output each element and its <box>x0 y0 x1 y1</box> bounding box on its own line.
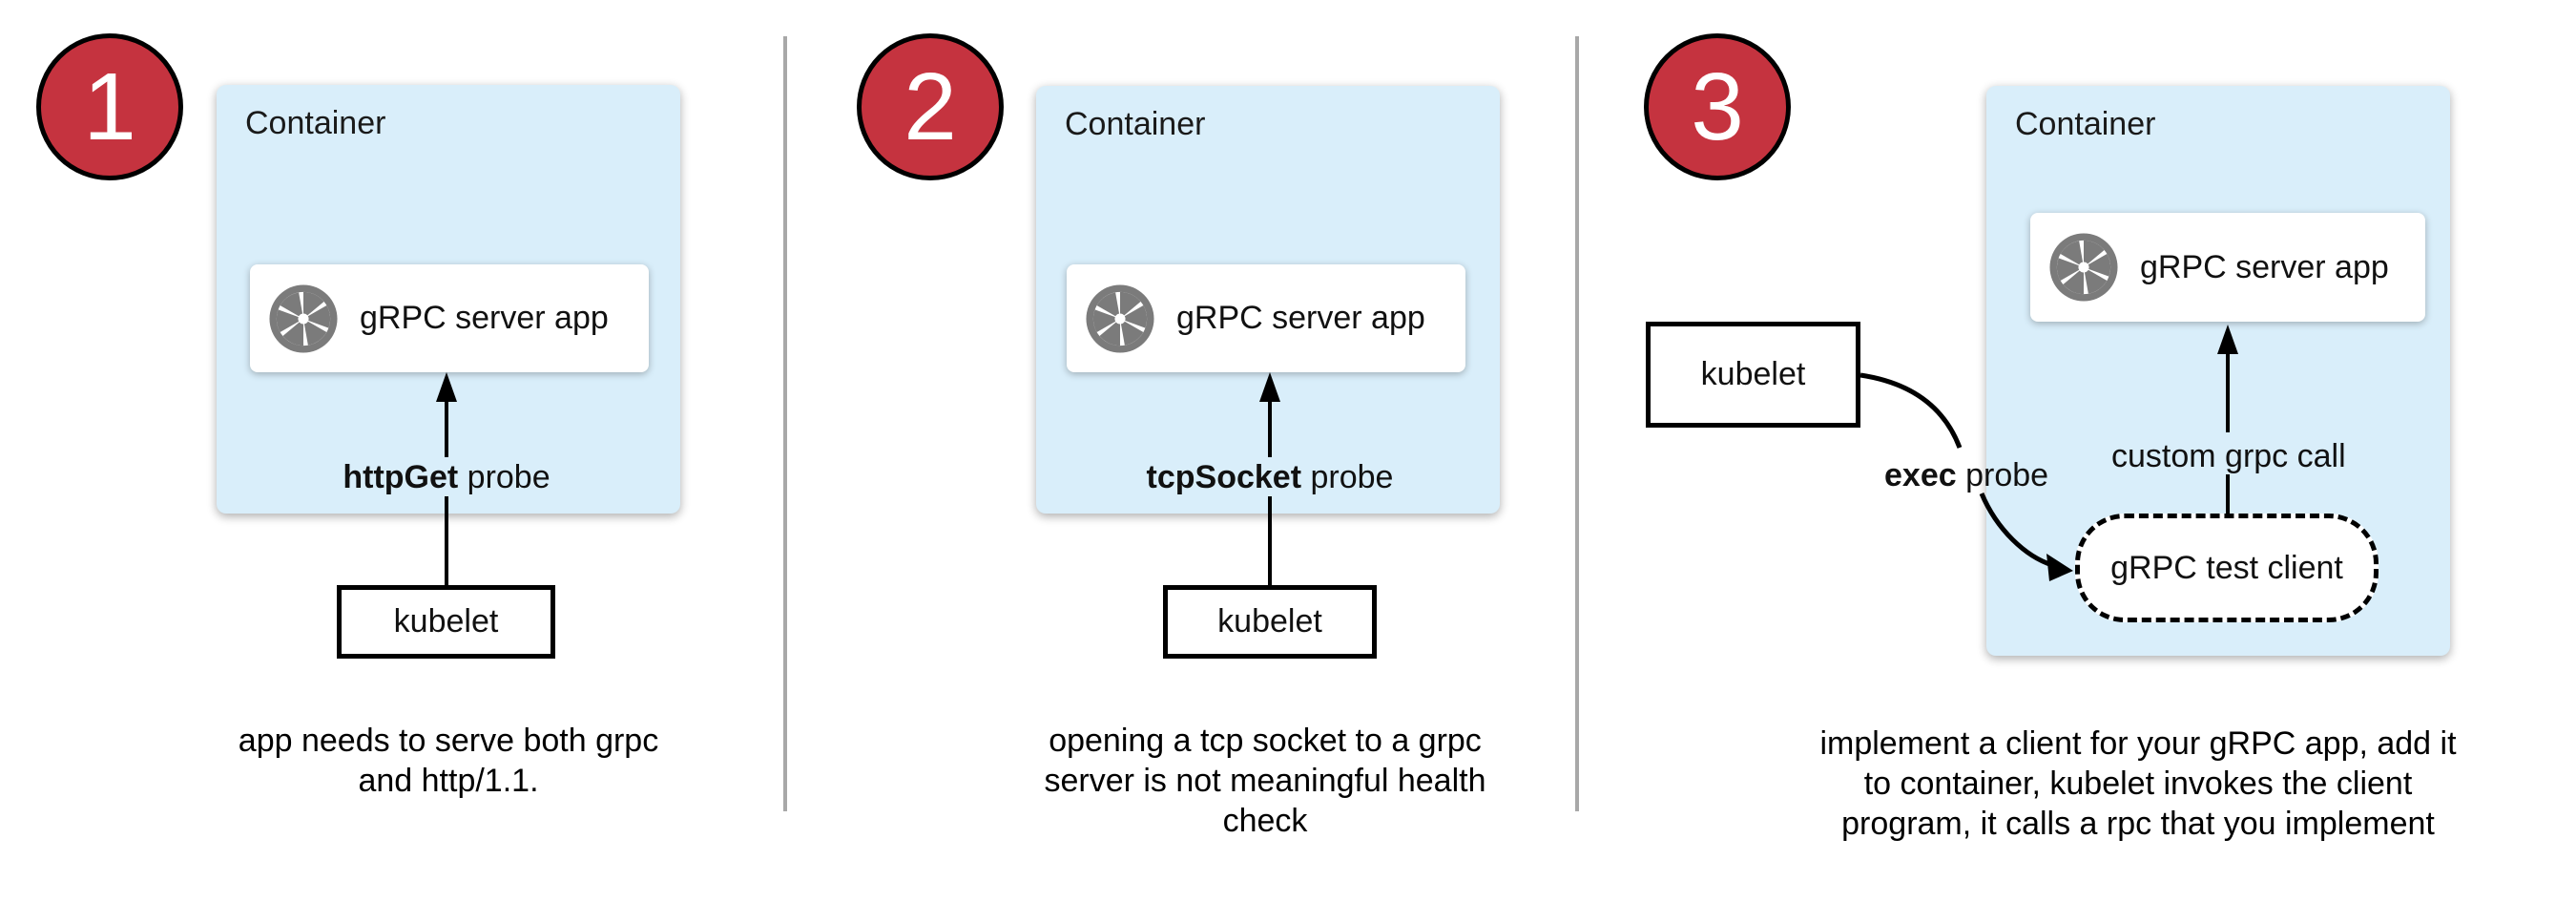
kubelet-box-1: kubelet <box>337 585 555 659</box>
step-badge-2: 2 <box>857 33 1004 180</box>
probe-type-2: tcpSocket <box>1146 459 1302 495</box>
step-number-2: 2 <box>904 53 957 160</box>
probe-type-1: httpGet <box>343 459 459 495</box>
step-number-3: 3 <box>1691 53 1744 160</box>
grpc-server-app-box-1: gRPC server app <box>250 264 649 372</box>
kubelet-label-3: kubelet <box>1700 356 1806 392</box>
grpc-server-app-box-3: gRPC server app <box>2030 213 2425 322</box>
probe-arrow-up-1 <box>436 372 457 457</box>
kubelet-box-2: kubelet <box>1163 585 1377 659</box>
kubelet-label-2: kubelet <box>1217 603 1322 640</box>
grpc-server-app-label-1: gRPC server app <box>360 300 609 336</box>
kubelet-connector-line-2 <box>1268 496 1272 586</box>
grpc-server-app-label-3: gRPC server app <box>2140 248 2389 285</box>
aperture-icon <box>269 283 338 353</box>
step-badge-3: 3 <box>1644 33 1791 180</box>
divider-2 <box>1575 36 1579 811</box>
kubelet-label-1: kubelet <box>393 603 499 640</box>
divider-1 <box>783 36 787 811</box>
container-label-1: Container <box>245 105 386 141</box>
kubelet-connector-line-1 <box>445 496 448 586</box>
probe-label-2: tcpSocket probe <box>1146 459 1394 495</box>
container-label-3: Container <box>2015 106 2156 142</box>
probe-type-3: exec <box>1884 457 1957 493</box>
caption-3: implement a client for your gRPC app, ad… <box>1819 725 2457 842</box>
probe-label-1: httpGet probe <box>343 459 551 495</box>
custom-grpc-call-label: custom grpc call <box>2111 438 2346 474</box>
grpc-server-app-box-2: gRPC server app <box>1067 264 1465 372</box>
kubelet-box-3: kubelet <box>1646 322 1860 428</box>
container-label-2: Container <box>1065 106 1206 142</box>
custom-grpc-call-arrow <box>2217 325 2238 514</box>
grpc-test-client-label: gRPC test client <box>2110 549 2343 586</box>
step-badge-1: 1 <box>36 33 183 180</box>
aperture-icon <box>2049 233 2118 302</box>
caption-1: app needs to serve both grpc and http/1.… <box>238 723 659 799</box>
grpc-test-client-box: gRPC test client <box>2075 514 2379 622</box>
curved-arrow-kubelet-to-client <box>1859 372 2073 581</box>
exec-probe-label: exec probe <box>1884 457 2049 493</box>
caption-2: opening a tcp socket to a grpc server is… <box>1044 723 1486 839</box>
step-number-1: 1 <box>83 53 136 160</box>
grpc-server-app-label-2: gRPC server app <box>1176 300 1425 336</box>
probe-arrow-up-2 <box>1259 372 1280 457</box>
aperture-icon <box>1086 283 1154 353</box>
